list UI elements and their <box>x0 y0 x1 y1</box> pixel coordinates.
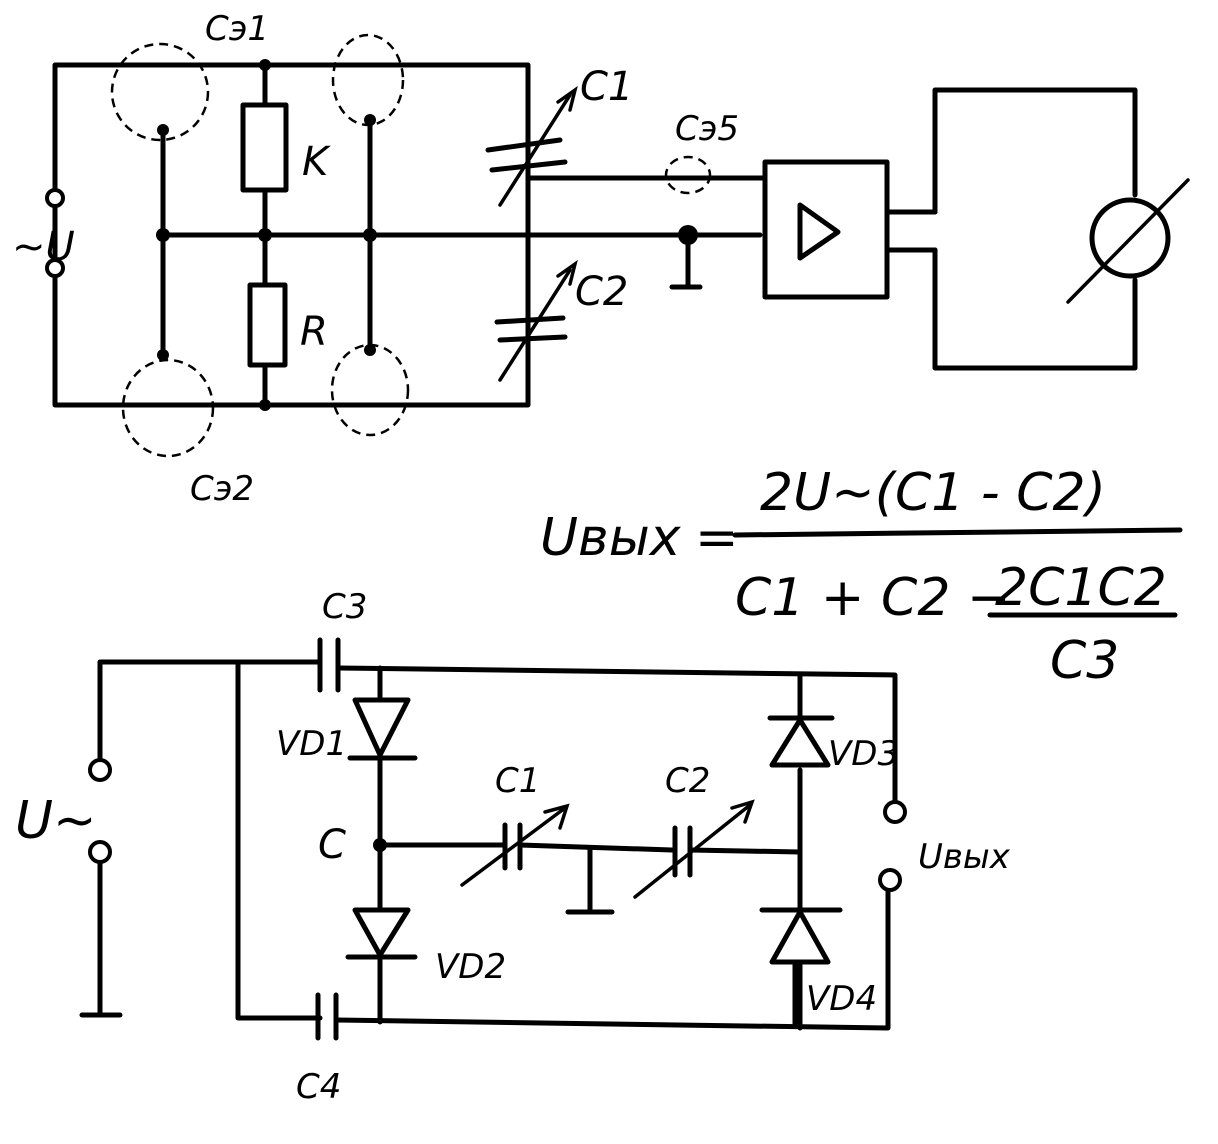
bottom-wire-bottom-rail <box>333 887 891 1031</box>
input-terminal-bottom <box>45 258 65 278</box>
junction-dot <box>259 59 271 71</box>
resistor-r <box>247 282 288 368</box>
output-terminal-top <box>883 800 907 824</box>
formula-inner-numerator: 2C1C2 <box>995 558 1167 618</box>
diode-vd1 <box>347 697 418 761</box>
junction-dot <box>364 114 376 126</box>
stray-capacitance-ce2-left <box>121 358 215 458</box>
label-c2-bottom: C2 <box>665 761 710 801</box>
junction-dot <box>258 228 272 242</box>
formula-inner-denominator: C3 <box>1050 631 1119 691</box>
capacitor-c3 <box>317 637 341 693</box>
label-vd1: VD1 <box>276 724 347 764</box>
label-vd2: VD2 <box>435 947 506 987</box>
label-c-e2: Cэ2 <box>190 469 254 509</box>
junction-dot-c <box>373 838 387 852</box>
capacitor-c1-top <box>485 85 578 207</box>
meter-needle-icon <box>1066 178 1190 304</box>
label-capacitor-c2: C2 <box>575 269 628 315</box>
label-node-c: C <box>318 822 346 868</box>
meter-icon <box>1089 197 1171 279</box>
diode-vd4 <box>759 907 843 965</box>
capacitor-c2-top <box>494 259 578 382</box>
label-c1-bottom: C1 <box>495 761 540 801</box>
label-bottom-input: U~ <box>15 791 97 851</box>
output-voltage-formula: Uвых = 2U~(C1 - C2) C1 + C2 − 2C1C2 C3 <box>540 463 1183 691</box>
diode-vd3 <box>767 715 835 768</box>
label-resistor-r: R <box>300 309 328 355</box>
amplifier-box <box>762 159 890 300</box>
junction-dot <box>157 349 169 361</box>
stray-capacitance-ce1-right <box>331 33 405 127</box>
capacitor-c4 <box>315 992 339 1041</box>
bottom-wire-input-top <box>97 659 321 763</box>
capacitor-c2-bottom-arrow <box>633 799 755 899</box>
formula-equals: = <box>695 508 739 568</box>
bottom-wire-mid-ground <box>565 845 615 915</box>
label-vd3: VD3 <box>828 734 899 774</box>
output-terminal-bottom <box>878 868 902 892</box>
label-c-e5: Cэ5 <box>675 109 739 149</box>
junction-dot <box>364 344 376 356</box>
label-c-e1: Cэ1 <box>205 9 269 49</box>
bottom-input-terminal-top <box>88 758 112 782</box>
label-output-voltage: Uвых <box>918 837 1011 877</box>
bottom-wire-center <box>377 842 803 855</box>
bottom-wire-left-vertical <box>235 659 323 1021</box>
bottom-wire-input-bottom <box>79 857 123 1018</box>
bottom-diode-circuit: U~ C3 C4 VD1 VD2 VD3 VD4 C C1 C2 Uвых <box>15 587 1011 1107</box>
top-bridge-circuit: ~U Cэ1 Cэ2 Cэ5 K R C1 C2 <box>12 9 1190 509</box>
input-terminal-top <box>45 188 65 208</box>
capacitor-c1-bottom <box>502 822 523 871</box>
capacitor-c1-bottom-arrow <box>460 803 570 887</box>
stray-capacitance-ce1-left <box>110 42 210 142</box>
junction-dot <box>259 399 271 411</box>
formula-main-fraction-bar <box>732 527 1183 538</box>
formula-numerator: 2U~(C1 - C2) <box>760 463 1106 523</box>
stray-capacitance-ce2-right <box>330 343 410 437</box>
label-vd4: VD4 <box>806 979 877 1019</box>
capacitor-c2-bottom <box>672 825 693 878</box>
label-input-voltage: ~U <box>12 224 75 270</box>
label-c4: C4 <box>296 1067 341 1107</box>
amplifier-symbol <box>797 202 841 261</box>
label-capacitor-c1: C1 <box>580 64 633 110</box>
formula-lhs: Uвых <box>540 508 682 568</box>
bottom-input-terminal-bottom <box>88 840 112 864</box>
label-resistor-k: K <box>302 139 331 185</box>
meter-frame <box>932 87 1138 371</box>
junction-dot <box>678 225 698 245</box>
diode-vd2 <box>345 907 418 960</box>
label-c3: C3 <box>322 587 367 627</box>
junction-dot <box>363 228 377 242</box>
junction-dot <box>157 124 169 136</box>
bottom-wire-top-rail <box>335 665 898 803</box>
formula-denominator-left: C1 + C2 − <box>735 568 1011 628</box>
junction-dot <box>156 228 170 242</box>
resistor-k <box>240 102 289 193</box>
stray-capacitance-ce5 <box>664 155 712 195</box>
